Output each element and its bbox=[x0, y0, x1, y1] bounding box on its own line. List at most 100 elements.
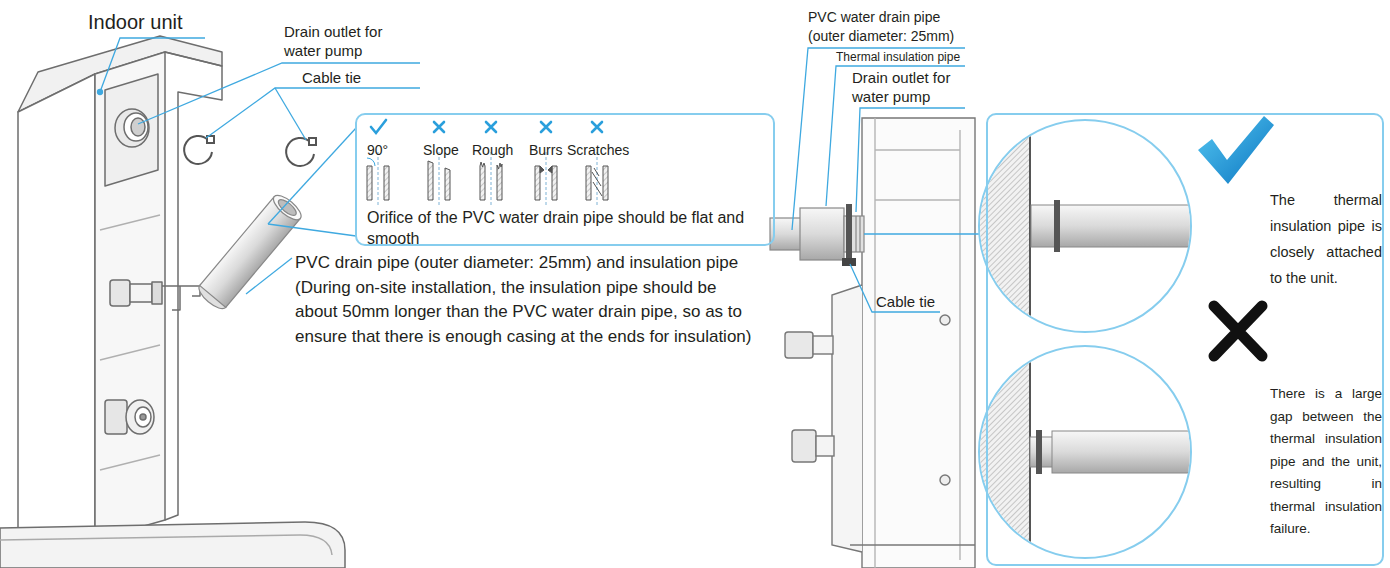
insulation-pipe bbox=[800, 208, 844, 260]
burr bbox=[540, 166, 552, 173]
leader-line bbox=[268, 128, 356, 224]
cross-mark bbox=[541, 122, 551, 132]
leader-line bbox=[275, 88, 306, 140]
pipe-wall bbox=[428, 161, 450, 200]
leader-lines bbox=[792, 48, 986, 312]
valve-port bbox=[140, 414, 146, 420]
cross-mark bbox=[434, 122, 444, 132]
detail-circle bbox=[975, 110, 1211, 350]
valve-nut bbox=[110, 280, 130, 306]
valve-nut bbox=[105, 400, 127, 434]
cable-tie bbox=[846, 204, 852, 264]
scratch bbox=[592, 168, 602, 196]
unit-wall bbox=[975, 110, 1030, 350]
cut-label: 90° bbox=[367, 141, 407, 159]
pipe-wall bbox=[586, 166, 608, 200]
cut-example bbox=[480, 152, 502, 206]
callout-box: The thermal insulation pipe is closely a… bbox=[986, 113, 1384, 566]
valve-body bbox=[813, 336, 833, 354]
drain-outlet bbox=[115, 109, 149, 147]
part-label: Drain outlet for water pump bbox=[852, 68, 977, 106]
callout-note: Orifice of the PVC water drain pipe shou… bbox=[367, 207, 762, 249]
pipe-bore bbox=[276, 197, 299, 218]
center-line bbox=[546, 152, 547, 206]
callout-note: There is a large gap between the thermal… bbox=[1270, 383, 1382, 541]
indoor-unit bbox=[0, 36, 345, 568]
pvc-pipe bbox=[195, 191, 305, 312]
leader-line bbox=[864, 233, 986, 234]
unit-bulge bbox=[832, 285, 862, 552]
cable-tie-latch bbox=[842, 258, 856, 266]
cable-tie bbox=[1036, 430, 1042, 474]
unit-body bbox=[862, 118, 975, 568]
outlet-rib bbox=[856, 216, 860, 252]
cut-example bbox=[586, 152, 608, 206]
part-label: Drain outlet for water pump bbox=[284, 22, 409, 60]
cable-tie-latch bbox=[309, 138, 316, 145]
valve-body bbox=[130, 284, 152, 302]
panel-line bbox=[100, 215, 160, 470]
unit-label: Indoor unit bbox=[88, 10, 218, 35]
center-line bbox=[491, 152, 492, 206]
unit-foot bbox=[850, 544, 975, 545]
center-line bbox=[439, 152, 440, 206]
pipe-end bbox=[270, 191, 305, 224]
drain-outlet bbox=[124, 113, 148, 141]
cut-example bbox=[367, 152, 389, 206]
cut-label: Rough bbox=[472, 141, 527, 159]
angle-mark bbox=[367, 158, 375, 166]
cable-tie-rings bbox=[184, 136, 316, 166]
unit-wall bbox=[975, 336, 1030, 568]
center-line bbox=[378, 152, 379, 206]
leader-line bbox=[100, 38, 205, 92]
pipe-wall bbox=[480, 162, 502, 200]
valve-port bbox=[126, 400, 154, 434]
leader-line bbox=[856, 108, 965, 212]
callout-box: 90°SlopeRoughBurrsScratchesOrifice of th… bbox=[355, 113, 775, 246]
pipe-wall bbox=[535, 166, 557, 200]
cut-example bbox=[428, 152, 450, 206]
screw bbox=[940, 475, 950, 485]
indoor-unit-side bbox=[785, 118, 975, 568]
detail-content bbox=[975, 336, 1212, 568]
cut-label: Scratches bbox=[567, 141, 647, 159]
unit-base-edge bbox=[0, 535, 332, 555]
part-label: Thermal insulation pipe bbox=[836, 50, 986, 65]
cut-example bbox=[535, 152, 557, 206]
part-label: Cable tie bbox=[876, 292, 966, 311]
unit-left-face bbox=[18, 74, 95, 560]
valve-body bbox=[816, 436, 834, 456]
unit-recess bbox=[105, 74, 158, 186]
detail-content bbox=[975, 110, 1211, 350]
valve-nut bbox=[792, 430, 816, 462]
pipe-assembly bbox=[770, 204, 864, 266]
detail-circle bbox=[975, 336, 1212, 568]
marks bbox=[371, 120, 602, 133]
unit-line bbox=[875, 118, 960, 568]
callout-note: The thermal insulation pipe is closely a… bbox=[1270, 187, 1382, 291]
pipe-wall bbox=[367, 166, 389, 200]
drain-outlet bbox=[131, 118, 145, 136]
leader-line bbox=[826, 66, 965, 206]
valve-nut bbox=[785, 332, 813, 358]
part-label: Cable tie bbox=[302, 68, 402, 87]
insulation-pipe bbox=[1052, 431, 1212, 473]
check-mark bbox=[371, 120, 386, 133]
screw bbox=[940, 315, 950, 325]
valve-bracket bbox=[162, 286, 200, 310]
cable-tie bbox=[1054, 200, 1060, 252]
leader-line bbox=[246, 258, 292, 294]
unit-base bbox=[0, 522, 345, 568]
cross-mark bbox=[592, 122, 602, 132]
cut-label: Slope bbox=[423, 141, 473, 159]
unit-side-panel bbox=[95, 52, 165, 540]
leader-line bbox=[268, 224, 356, 236]
big-check-mark bbox=[1198, 116, 1274, 184]
leader-dot bbox=[98, 90, 103, 95]
valve-port bbox=[135, 407, 151, 427]
big-cross-mark bbox=[1214, 306, 1262, 356]
valve-nut bbox=[152, 282, 162, 304]
